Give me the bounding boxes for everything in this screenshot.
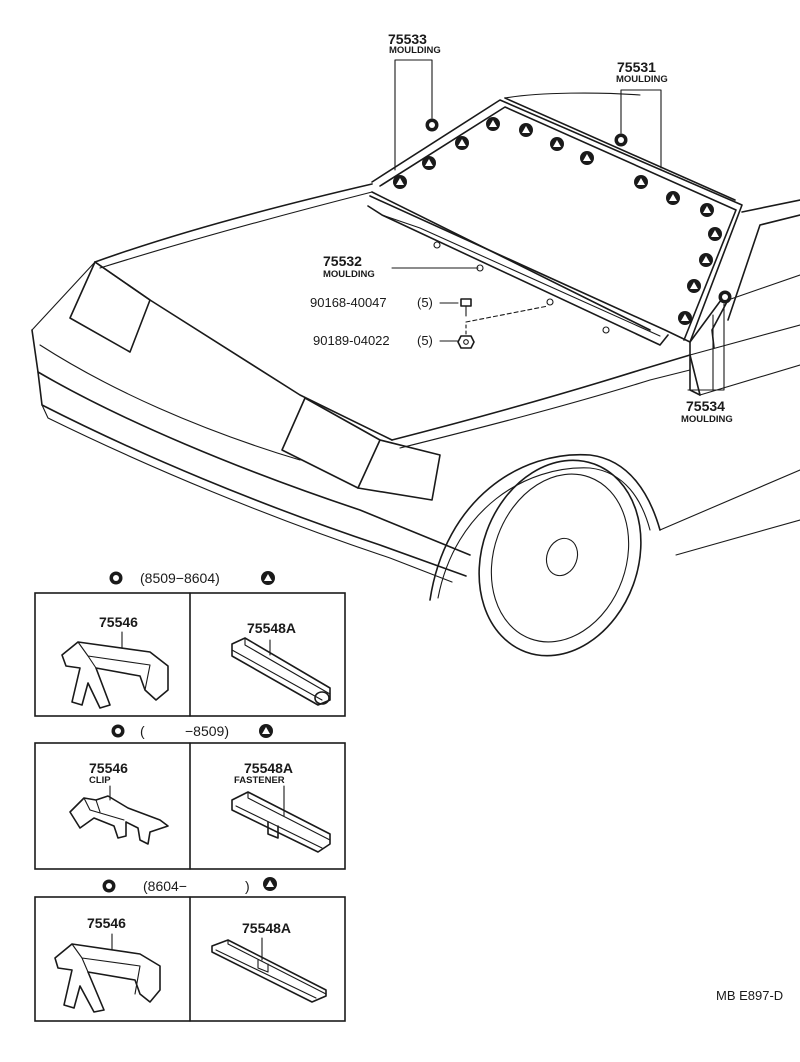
triangle-icon xyxy=(666,191,680,205)
fastener-drawing xyxy=(231,791,331,853)
part-name-75532: MOULDING xyxy=(323,269,375,280)
clip-part-name: CLIP xyxy=(89,775,111,786)
fastener-drawing xyxy=(211,939,327,1003)
part-number-75531: 75531 xyxy=(617,59,656,75)
callout-nut: 90189-04022 (5) xyxy=(313,323,475,349)
fastener-part-number: 75548A xyxy=(242,920,291,936)
part-number-75532: 75532 xyxy=(323,253,362,269)
triangle-icon xyxy=(687,279,701,293)
part-name-75534: MOULDING xyxy=(681,414,733,425)
triangle-icon xyxy=(700,203,714,217)
part-number-75534: 75534 xyxy=(686,398,725,414)
nut-quantity: (5) xyxy=(417,333,433,348)
clip-part-number: 75546 xyxy=(87,915,126,931)
bolt-icon xyxy=(460,298,472,317)
detail-section-2: ( −8509) 75546 CLIP 75548A FASTENER xyxy=(34,723,346,870)
clip-part-number: 75546 xyxy=(89,760,128,776)
triangle-icon xyxy=(634,175,648,189)
period-label-end: −8509) xyxy=(185,723,229,739)
fastener-part-number: 75548A xyxy=(244,760,293,776)
triangle-icon xyxy=(486,117,500,131)
fastener-drawing xyxy=(231,637,331,706)
part-number-75533: 75533 xyxy=(388,31,427,47)
triangle-icon xyxy=(580,151,594,165)
part-name-75533: MOULDING xyxy=(389,45,441,56)
callout-75534: 75534 MOULDING xyxy=(681,303,733,425)
clip-part-number: 75546 xyxy=(99,614,138,630)
triangle-icon xyxy=(678,311,692,325)
period-label: ( xyxy=(140,723,145,739)
callout-75531: 75531 MOULDING xyxy=(616,59,668,169)
car-body-illustration xyxy=(31,92,800,657)
clip-markers xyxy=(425,118,732,304)
triangle-icon xyxy=(699,253,713,267)
callout-75533: 75533 MOULDING xyxy=(388,31,441,171)
period-label-end: ) xyxy=(245,878,250,894)
triangle-icon xyxy=(550,137,564,151)
clip-drawing xyxy=(54,943,161,1013)
callout-bolt: 90168-40047 (5) xyxy=(310,295,549,323)
triangle-icon xyxy=(519,123,533,137)
bolt-quantity: (5) xyxy=(417,295,433,310)
triangle-icon xyxy=(708,227,722,241)
diagram-code: MB E897-D xyxy=(716,988,783,1003)
clip-drawing xyxy=(69,795,169,845)
fastener-markers xyxy=(393,117,722,325)
nut-icon xyxy=(457,335,475,349)
period-label: (8604− xyxy=(143,878,187,894)
part-name-75531: MOULDING xyxy=(616,74,668,85)
triangle-icon xyxy=(422,156,436,170)
triangle-icon xyxy=(393,175,407,189)
fastener-part-name: FASTENER xyxy=(234,775,285,786)
bolt-part-number: 90168-40047 xyxy=(310,295,387,310)
period-label: (8509−8604) xyxy=(140,570,220,586)
detail-section-1: (8509−8604) 75546 75548A xyxy=(34,570,346,717)
nut-part-number: 90189-04022 xyxy=(313,333,390,348)
callout-75532: 75532 MOULDING xyxy=(323,253,479,280)
triangle-icon xyxy=(259,724,273,738)
triangle-icon xyxy=(263,877,277,891)
fastener-part-number: 75548A xyxy=(247,620,296,636)
windshield xyxy=(367,99,743,396)
triangle-icon xyxy=(455,136,469,150)
clip-drawing xyxy=(61,641,169,709)
detail-section-3: (8604− ) 75546 75548A xyxy=(34,877,346,1022)
triangle-icon xyxy=(261,571,275,585)
